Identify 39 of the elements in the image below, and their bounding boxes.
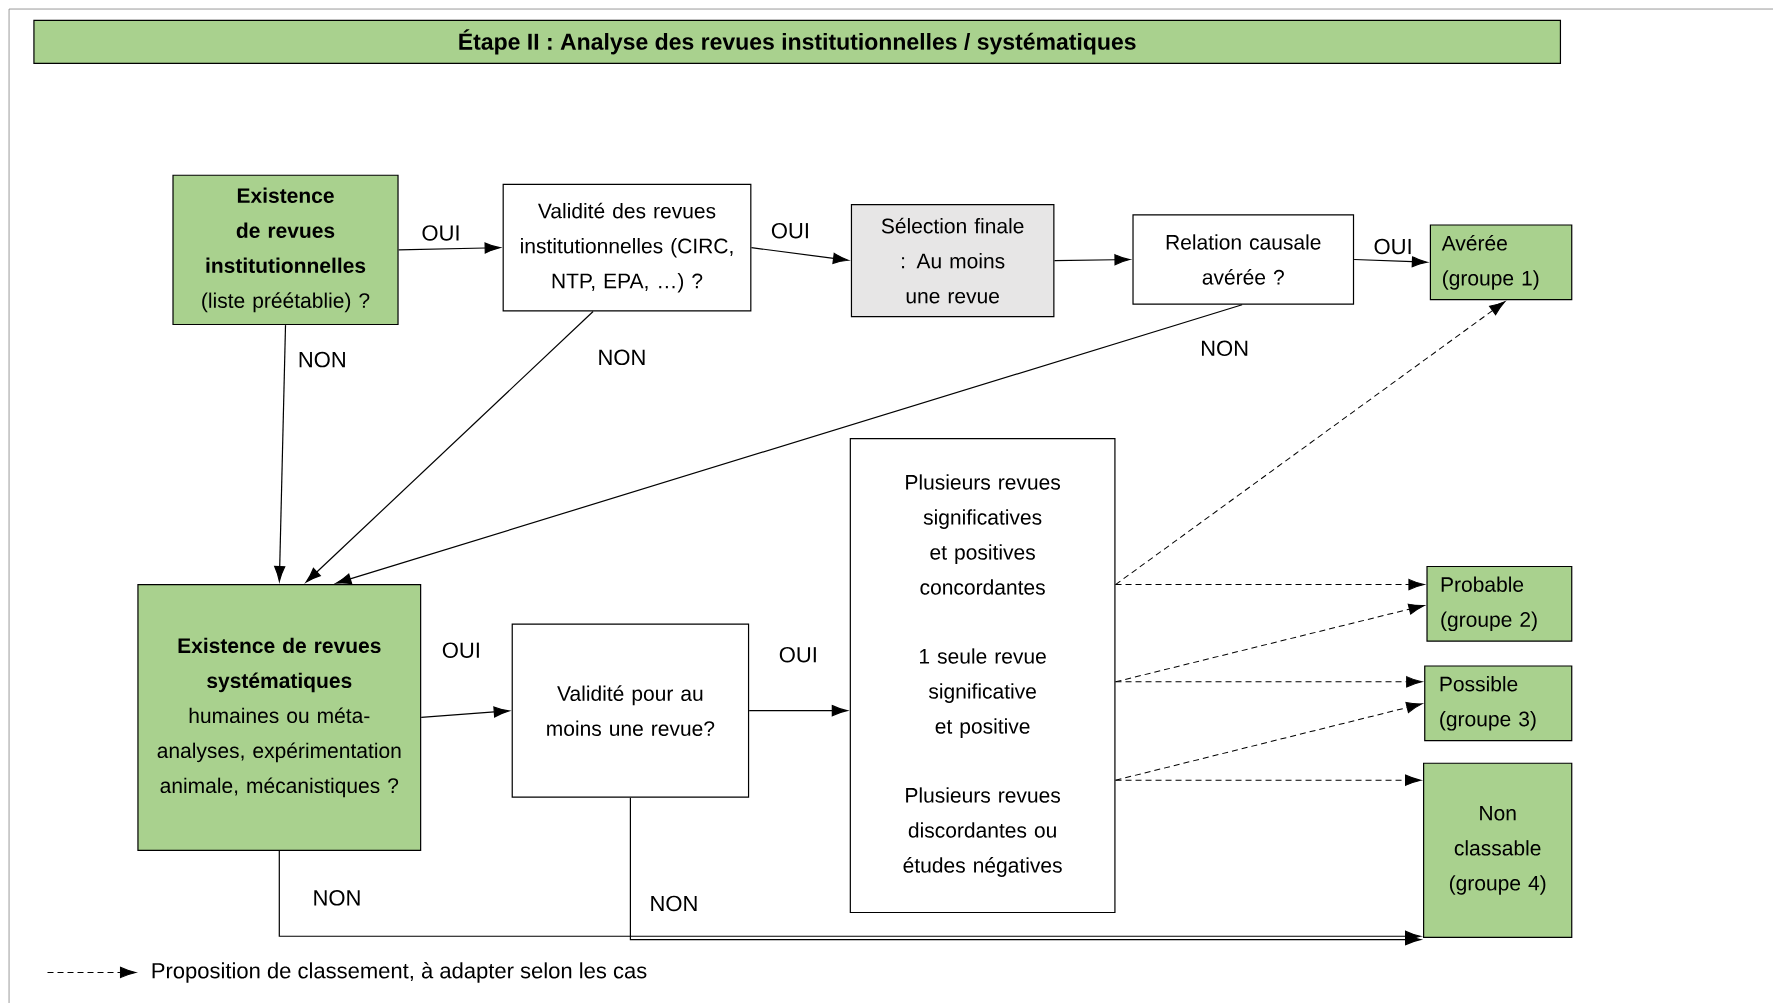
decision-box: Validité pour au moins une revue? [511, 623, 750, 798]
arrow [750, 247, 849, 264]
selection-box: Sélection finale : Au moins une revue [850, 204, 1055, 318]
arrow [1115, 702, 1423, 781]
decision-box: Existence de revues systématiques humaines ou méta-analyses, expérimentation animale, mécanistiques ? [137, 584, 422, 851]
legend-text: Proposition de classement, à adapter selon les cas [152, 962, 647, 983]
edge-label: OUI [776, 644, 820, 665]
group-box: Probable (groupe 2) [1426, 565, 1573, 642]
arrow [398, 242, 501, 254]
arrow [748, 705, 848, 717]
arrow [629, 797, 1421, 946]
arrow [1115, 578, 1425, 591]
outcome-box: Plusieurs revues significatives et positives concordantes 1 seule revue significative et positive Plusieurs revues discordantes ou études négatives [849, 438, 1116, 914]
arrow [1115, 676, 1423, 688]
edge-label: OUI [768, 220, 812, 241]
edge-label: OUI [1371, 236, 1415, 257]
edge-label: NON [310, 888, 364, 908]
group-box: Avérée (groupe 1) [1429, 224, 1573, 301]
edge-label: NON [295, 349, 349, 370]
edge-label: NON [647, 893, 701, 914]
edge-label: OUI [439, 640, 483, 660]
arrow [1115, 774, 1422, 786]
arrow [274, 324, 287, 582]
edge-label: NON [595, 347, 649, 368]
arrow [1053, 254, 1131, 266]
arrow [1115, 603, 1425, 683]
arrow [1115, 301, 1506, 586]
title-band: Étape II : Analyse des revues institutionnelles / systématiques [33, 19, 1562, 64]
arrow [335, 304, 1243, 585]
group-box: Possible (groupe 3) [1424, 665, 1573, 742]
arrow [305, 310, 594, 583]
decision-box: Existence de revues institutionnelles (liste préétablie) ? [172, 174, 399, 326]
arrow [420, 706, 510, 719]
decision-box: Validité des revues institutionnelles (CIRC, NTP, EPA, …) ? [502, 183, 752, 312]
edge-label: OUI [419, 223, 463, 243]
edge-label: NON [1198, 338, 1252, 359]
arrow [1353, 256, 1428, 268]
decision-box: Relation causale avérée ? [1132, 214, 1355, 305]
group-box: Non classable (groupe 4) [1423, 762, 1573, 938]
